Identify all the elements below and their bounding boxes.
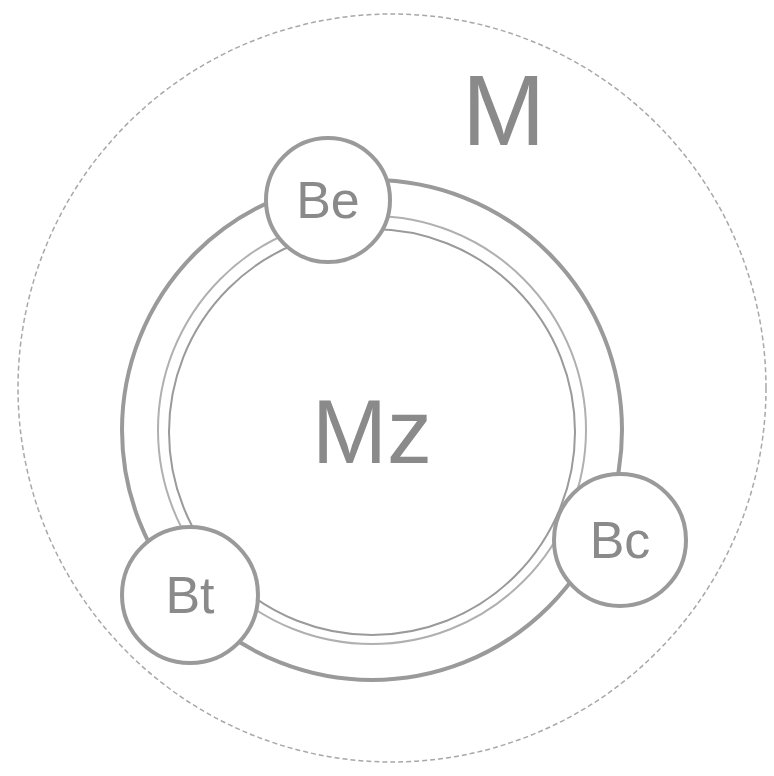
circle-shape — [122, 527, 258, 663]
circle-label: Bc — [590, 514, 651, 566]
ring-outer-edge — [122, 180, 622, 680]
small-circle: Bc — [552, 472, 688, 608]
small-circle: Be — [264, 136, 392, 264]
small-circle: Bt — [120, 525, 260, 665]
circle-shape — [266, 138, 390, 262]
circle-shape — [18, 14, 766, 762]
region-label: M — [462, 60, 545, 160]
circle-label: Mz — [312, 387, 432, 477]
circle-shape — [554, 474, 686, 606]
circle-label: Bt — [165, 569, 214, 621]
circle-label: Be — [296, 174, 360, 226]
outer-region-circle: M Mz BeBcBt — [16, 12, 768, 764]
